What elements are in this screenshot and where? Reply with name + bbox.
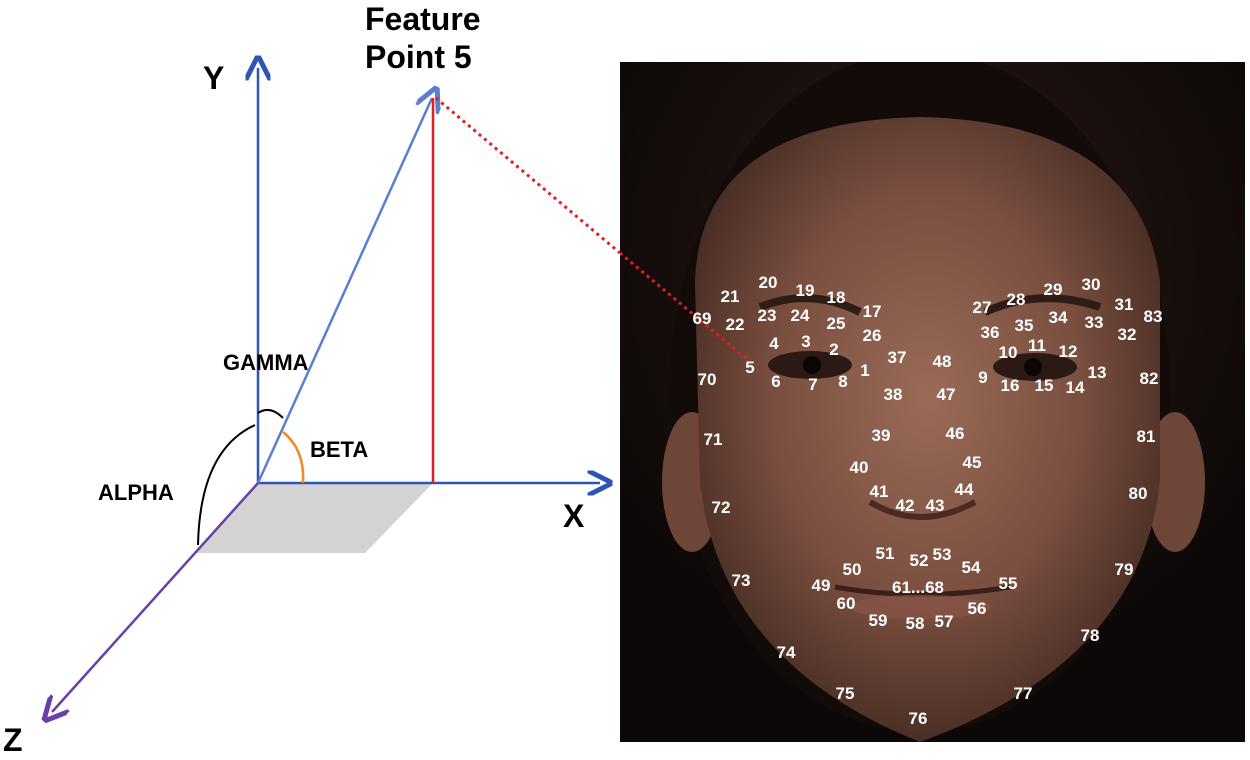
coordinate-diagram <box>0 0 620 760</box>
z-axis-label: Z <box>3 722 23 758</box>
landmark-label: 11 <box>1028 336 1046 355</box>
landmark-label: 41 <box>869 482 889 501</box>
landmark-label: 72 <box>711 498 731 517</box>
landmark-label: 18 <box>826 288 846 307</box>
gamma-label: GAMMA <box>223 350 309 375</box>
landmark-label: 47 <box>936 385 956 404</box>
landmark-label: 82 <box>1139 369 1159 388</box>
landmark-label: 31 <box>1114 295 1134 314</box>
landmark-label: 51 <box>875 544 895 563</box>
landmark-label: 42 <box>895 496 915 515</box>
landmark-label: 44 <box>954 480 974 499</box>
dotted-link-to-point-5 <box>435 96 620 255</box>
landmark-label: 71 <box>703 430 723 449</box>
landmark-label: 13 <box>1087 363 1107 382</box>
landmark-label: 74 <box>776 643 796 662</box>
landmark-label: 40 <box>849 458 869 477</box>
landmark-label: 73 <box>731 571 751 590</box>
face-image <box>620 62 1245 742</box>
face-photo <box>620 62 1245 742</box>
landmark-label: 4 <box>769 334 779 353</box>
landmark-label: 6 <box>771 372 781 391</box>
landmark-label: 3 <box>801 332 811 351</box>
landmark-label: 81 <box>1136 427 1156 446</box>
landmark-label: 10 <box>998 343 1018 362</box>
landmark-label: 26 <box>862 326 882 345</box>
landmark-label: 7 <box>808 375 818 394</box>
landmark-label: 24 <box>790 306 810 325</box>
landmark-label: 36 <box>980 323 1000 342</box>
landmark-label: 21 <box>720 287 740 306</box>
landmark-label: 32 <box>1117 325 1137 344</box>
landmark-label: 34 <box>1048 308 1068 327</box>
landmark-label: 38 <box>883 385 903 404</box>
landmark-label: 46 <box>945 424 965 443</box>
landmark-label: 19 <box>795 281 815 300</box>
landmark-label: 60 <box>836 594 856 613</box>
landmark-label: 14 <box>1065 378 1085 397</box>
landmark-label: 15 <box>1034 376 1054 395</box>
landmark-label: 25 <box>826 314 846 333</box>
landmark-label: 77 <box>1013 684 1033 703</box>
landmark-label: 12 <box>1058 342 1078 361</box>
landmark-label: 28 <box>1006 290 1026 309</box>
landmark-label: 39 <box>871 426 891 445</box>
landmark-label: 50 <box>842 560 862 579</box>
landmark-label: 45 <box>962 453 982 472</box>
x-axis-label: X <box>563 498 585 534</box>
landmark-label: 27 <box>972 298 992 317</box>
landmark-label: 57 <box>934 612 954 631</box>
alpha-label: ALPHA <box>98 480 174 505</box>
landmark-label: 61...68 <box>892 578 944 597</box>
landmark-label: 22 <box>725 315 745 334</box>
landmark-label: 2 <box>829 340 839 359</box>
landmark-label: 59 <box>868 611 888 630</box>
xz-plane-projection <box>195 483 433 553</box>
feature-vector <box>256 98 432 484</box>
y-axis-label: Y <box>203 60 225 96</box>
gamma-arc <box>257 408 284 419</box>
landmark-label: 80 <box>1128 484 1148 503</box>
title-line-1: Feature <box>365 1 481 37</box>
landmark-label: 79 <box>1114 560 1134 579</box>
landmark-label: 48 <box>932 352 952 371</box>
landmark-label: 8 <box>838 372 848 391</box>
title-line-2: Point 5 <box>365 39 472 75</box>
landmark-label: 33 <box>1084 313 1104 332</box>
landmark-label: 17 <box>862 302 882 321</box>
z-axis <box>52 482 259 712</box>
alpha-arc <box>197 424 256 546</box>
landmark-label: 75 <box>835 684 855 703</box>
landmark-label: 49 <box>811 576 831 595</box>
landmark-label: 69 <box>692 309 712 328</box>
landmark-label: 53 <box>932 545 952 564</box>
landmark-label: 37 <box>887 348 907 367</box>
landmark-label: 29 <box>1043 280 1063 299</box>
landmark-label: 76 <box>908 709 928 728</box>
landmark-label: 54 <box>961 558 981 577</box>
landmark-label: 70 <box>697 370 717 389</box>
landmark-label: 23 <box>757 306 777 325</box>
landmark-label: 52 <box>909 551 929 570</box>
beta-label: BETA <box>310 437 369 462</box>
landmark-label: 35 <box>1014 316 1034 335</box>
landmark-label: 58 <box>905 614 925 633</box>
landmark-label: 78 <box>1080 626 1100 645</box>
landmark-label: 9 <box>978 368 988 387</box>
landmark-label: 16 <box>1000 376 1020 395</box>
landmark-label: 56 <box>967 599 987 618</box>
landmark-label: 43 <box>925 496 945 515</box>
landmark-label: 30 <box>1081 275 1101 294</box>
landmark-label: 55 <box>998 574 1018 593</box>
landmark-label: 83 <box>1143 307 1163 326</box>
beta-arc <box>282 431 305 484</box>
landmark-label: 5 <box>745 358 755 377</box>
landmark-label: 1 <box>860 361 870 380</box>
feature-point-title: Feature Point 5 <box>365 0 481 76</box>
dotted-link-continuation <box>620 251 751 364</box>
landmark-label: 20 <box>758 273 778 292</box>
